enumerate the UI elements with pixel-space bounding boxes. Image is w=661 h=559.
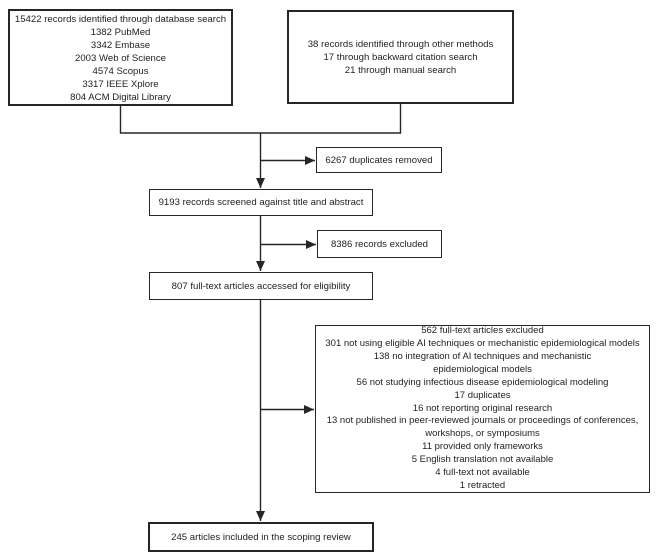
box-records-excluded: 8386 records excluded — [317, 230, 442, 258]
text-line: 3342 Embase — [90, 40, 151, 51]
text-line: 13 not published in peer-reviewed journa… — [326, 415, 639, 427]
text-line: 16 not reporting original research — [412, 402, 553, 414]
text-line: 4 full-text not available — [435, 467, 530, 479]
text-line: workshops, or symposiums — [425, 428, 540, 440]
duplicates-removed-label: 6267 duplicates removed — [325, 154, 433, 166]
records-excluded-label: 8386 records excluded — [330, 238, 429, 250]
text-line: 5 English translation not available — [411, 454, 554, 466]
text-line: 56 not studying infectious disease epide… — [356, 376, 609, 388]
box-duplicates-removed: 6267 duplicates removed — [316, 147, 442, 173]
text-line: 804 ACM Digital Library — [70, 92, 171, 103]
text-line: 15422 records identified through databas… — [14, 14, 227, 25]
text-line: 17 duplicates — [454, 389, 511, 401]
text-line: 17 through backward citation search — [323, 51, 478, 63]
full-text-eligibility-label: 807 full-text articles accessed for elig… — [171, 280, 351, 292]
text-line: 21 through manual search — [344, 64, 457, 76]
text-line: 138 no integration of AI techniques and … — [373, 350, 592, 362]
text-line: 11 provided only frameworks — [422, 441, 543, 453]
included-in-review-label: 245 articles included in the scoping rev… — [171, 531, 351, 543]
text-line: 4574 Scopus — [92, 66, 149, 77]
box-database-records: 15422 records identified through databas… — [8, 9, 233, 106]
text-line: 562 full-text articles excluded — [421, 325, 544, 337]
text-line: 2003 Web of Science — [74, 53, 167, 64]
records-screened-label: 9193 records screened against title and … — [158, 197, 364, 208]
box-full-text-eligibility: 807 full-text articles accessed for elig… — [149, 272, 373, 300]
text-line: epidemiological models — [433, 363, 532, 375]
text-line: 1382 PubMed — [90, 27, 151, 38]
box-included-in-review: 245 articles included in the scoping rev… — [148, 522, 374, 552]
text-line: 38 records identified through other meth… — [307, 38, 494, 50]
connector-merge-sources — [119, 104, 402, 134]
text-line: 3317 IEEE Xplore — [82, 79, 159, 90]
box-records-screened: 9193 records screened against title and … — [149, 189, 373, 216]
box-other-methods-records: 38 records identified through other meth… — [287, 10, 514, 104]
text-line: 1 retracted — [459, 479, 506, 491]
text-line: 301 not using eligible AI techniques or … — [325, 338, 640, 350]
